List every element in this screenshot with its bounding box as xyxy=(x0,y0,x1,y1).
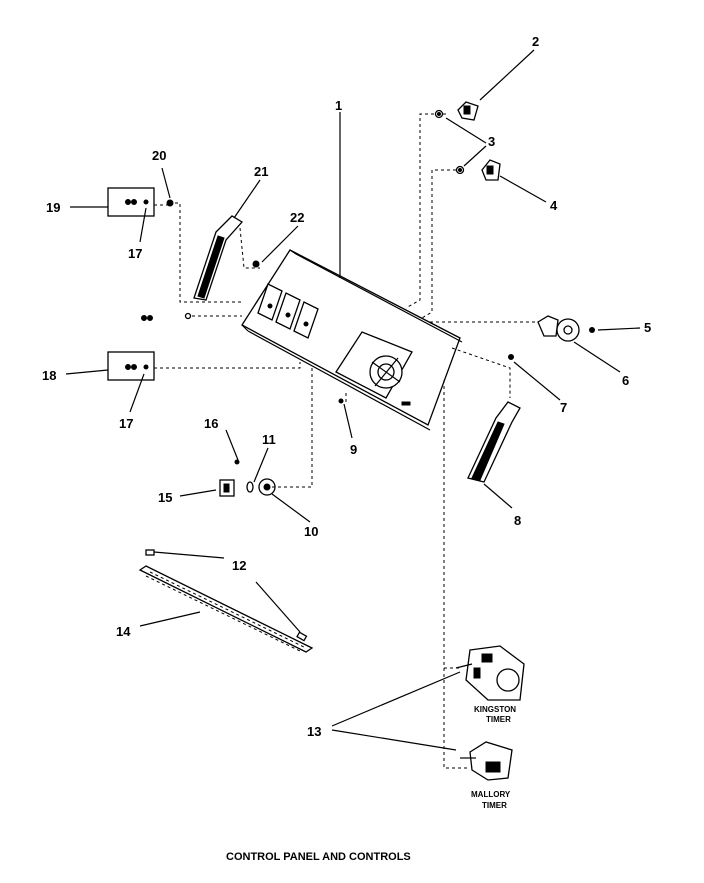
part-22-screw xyxy=(252,260,260,268)
part-2-knob xyxy=(457,101,479,121)
diagram-caption: CONTROL PANEL AND CONTROLS xyxy=(226,851,411,863)
callout-6: 6 xyxy=(622,373,629,388)
callout-9: 9 xyxy=(350,442,357,457)
mallory-label-line2: TIMER xyxy=(482,801,507,810)
part-18-bracket xyxy=(107,351,155,381)
callout-numbers: 1 2 3 4 5 6 7 8 9 10 11 12 13 14 15 16 1… xyxy=(42,34,651,739)
part-4-knob xyxy=(481,159,501,181)
part-12-clip-upper xyxy=(145,549,155,556)
callout-17-lower: 17 xyxy=(119,416,133,431)
callout-12: 12 xyxy=(232,558,246,573)
callout-7: 7 xyxy=(560,400,567,415)
callout-13: 13 xyxy=(307,724,321,739)
part-6-switch xyxy=(537,315,580,342)
part-19-bracket xyxy=(107,187,155,217)
part-10-knob xyxy=(258,478,276,496)
part-21-end-cap xyxy=(193,215,244,301)
kingston-label-line1: KINGSTON xyxy=(474,705,516,714)
assembly-lines xyxy=(154,113,538,769)
mallory-label-line1: MALLORY xyxy=(471,790,511,799)
kingston-label-line2: TIMER xyxy=(486,715,511,724)
leader-lines xyxy=(65,49,641,751)
part-14-strip xyxy=(138,565,314,653)
callout-10: 10 xyxy=(304,524,318,539)
part-11-washer xyxy=(246,481,254,493)
callout-18: 18 xyxy=(42,368,56,383)
part-12-clip-lower xyxy=(296,631,308,642)
callout-4: 4 xyxy=(550,198,558,213)
kingston-timer xyxy=(455,645,525,701)
callout-19: 19 xyxy=(46,200,60,215)
callout-3: 3 xyxy=(488,134,495,149)
part-5-screw xyxy=(589,327,595,333)
callout-22: 22 xyxy=(290,210,304,225)
callout-8: 8 xyxy=(514,513,521,528)
callout-20: 20 xyxy=(152,148,166,163)
part-8-end-cap xyxy=(467,401,521,483)
part-7-screw xyxy=(508,354,514,360)
timer-labels: KINGSTON TIMER MALLORY TIMER xyxy=(471,705,516,810)
part-9-screw xyxy=(338,398,344,404)
callout-16: 16 xyxy=(204,416,218,431)
part-15-switch xyxy=(219,479,235,497)
mallory-timer xyxy=(460,741,513,781)
callout-17-upper: 17 xyxy=(128,246,142,261)
clip-pair xyxy=(141,312,192,321)
callout-14: 14 xyxy=(116,624,131,639)
callout-5: 5 xyxy=(644,320,651,335)
callout-2: 2 xyxy=(532,34,539,49)
callout-11: 11 xyxy=(262,432,276,447)
control-panel xyxy=(241,249,463,431)
part-16-screw xyxy=(234,459,240,465)
callout-15: 15 xyxy=(158,490,172,505)
callout-21: 21 xyxy=(254,164,268,179)
callout-1: 1 xyxy=(335,98,342,113)
